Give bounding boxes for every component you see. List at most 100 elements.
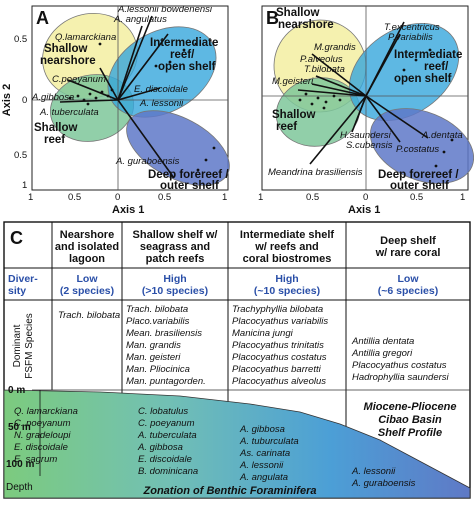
fsfm-label-1: Dominant [12,324,23,367]
col2-diversity-count: (>10 species) [142,285,208,297]
zone-b-deep-2: outer shelf [390,180,449,192]
zone-a-intermediate-2: reef/ [170,49,195,61]
col2-header-1: Shallow shelf w/ [133,229,218,241]
panel-a-xtick-3: 0 [115,192,120,203]
foram-z1-4: E. discoidale [14,442,68,453]
profile-title-1: Miocene-Pliocene [364,401,457,413]
col4-diversity-level: Low [398,273,420,285]
zone-b-deep-1: Deep forereef / [378,169,459,181]
panel-a-xtick-5: 1 [222,192,227,203]
panel-a-label: A [36,8,49,28]
species-p-alveolus: P.alveolus [300,54,343,65]
depth-label: Depth [6,482,33,493]
zone-a-intermediate-1: Intermediate [150,37,218,49]
foram-z1-3: N. gradeloupi [14,430,71,441]
col1-diversity-level: Low [77,273,99,285]
col2-header-3: patch reefs [146,253,205,265]
depth-tick-0: 0 m [8,385,25,396]
foram-z2-2: C. poeyanum [138,418,195,429]
species-p-costatus: P.costatus [396,144,439,155]
species-a-tuberculata: A. tuberculata [39,107,99,118]
species-angulatus: A. angulatus [113,14,167,25]
fsfm-label-2: FSFM Species [24,313,35,379]
species-meandrina-brasiliensis: Meandrina brasiliensis [268,167,363,178]
col3-header-3: coral biostromes [243,253,332,265]
col2-species-3: Mean. brasiliensis [126,328,202,339]
col3-diversity-count: (~10 species) [254,285,320,297]
panel-b-xtick-1: 1 [258,192,263,203]
panel-b-xtick-3: 0 [363,192,368,203]
species-m-grandis: M.grandis [314,42,356,53]
panel-b: B T.excentricus P.variabilis M.grandis P… [258,5,474,216]
col3-species-5: Placocyathus costatus [232,352,327,363]
panel-b-xtick-2: 0.5 [306,192,319,203]
foram-z3-3: As. carinata [239,448,290,459]
panel-a-xtick-1: 1 [28,192,33,203]
panel-b-vectors [297,21,429,165]
foram-z3-1: A. gibbosa [239,424,285,435]
panel-a-ytick-4: 1 [22,180,27,191]
species-t-bilobata: T.bilobata [304,64,345,75]
col2-species-1: Trach. bilobata [126,304,188,315]
zone-a-nearshore-1: Shallow [44,43,88,55]
panel-a-vectors [59,15,175,179]
species-p-variabilis: P.variabilis [388,32,433,43]
panel-a-xtick-2: 0.5 [68,192,81,203]
zone-a-deep-1: Deep forereef / [148,169,229,181]
panel-a-axis1-label: Axis 1 [112,204,144,216]
col1-header-1: Nearshore [60,229,114,241]
diversity-label-2: sity [8,285,26,297]
col2-diversity-level: High [163,273,186,285]
panel-b-axis1-label: Axis 1 [348,204,380,216]
col3-species-2: Placocyathus variabilis [232,316,328,327]
zone-b-nearshore-1: Shallow [276,7,320,19]
depth-tick-100: 100 m [6,459,34,470]
panel-a: A A.lessonii bowdenensi A. angulatus Q.l… [1,4,230,216]
species-c-poeyanum: C.poeyanum [52,74,106,85]
col4-species-2: Antillia gregori [351,348,413,359]
col1-header-3: lagoon [69,253,105,265]
panel-b-xtick-5: 1 [460,192,465,203]
species-e-discoidale: E. discoidale [134,84,188,95]
zone-a-reef-1: Shallow [34,122,78,134]
depth-tick-50: 50 m [8,422,31,433]
panel-b-label: B [266,8,279,28]
col4-species-3: Placocyathus costatus [352,360,447,371]
col3-header-2: w/ reefs and [254,241,319,253]
panel-c: C Nearshore and isolated lagoon Shallow … [3,221,471,499]
col3-diversity-level: High [275,273,298,285]
col2-species-6: Man. Pliocinica [126,364,190,375]
col1-header-2: and isolated [55,241,119,253]
species-m-geisteri: M.geisteri [272,76,314,87]
panel-a-ytick-1: 0.5 [14,34,27,45]
species-a-lessonii: A. lessonii [139,98,184,109]
col3-species-6: Placocyathus barretti [232,364,322,375]
col2-species-7: Man. puntagorden. [126,376,206,387]
species-t-excentricus: T.excentricus [384,22,440,33]
foram-z4-2: A. guraboensis [351,478,416,489]
foram-z2-6: B. dominicana [138,466,198,477]
zone-b-reef-2: reef [276,121,297,133]
species-h-saundersi: H.saundersi [340,130,392,141]
panel-a-xtick-4: 0.5 [158,192,171,203]
panel-a-axis2-label: Axis 2 [1,84,13,116]
foram-z2-3: A. tuberculata [137,430,197,441]
zone-a-nearshore-2: nearshore [40,55,96,67]
species-s-cubensis: S.cubensis [346,140,393,151]
col4-header-1: Deep shelf [380,235,436,247]
col3-species-4: Placocyathus trinitatis [232,340,324,351]
foram-z2-5: E. discoidale [138,454,192,465]
foram-z3-5: A. angulata [239,472,288,483]
profile-title-3: Shelf Profile [378,427,442,439]
foram-z1-5: E. sagrum [14,454,57,465]
col1-species-1: Trach. bilobata [58,310,120,321]
col2-species-4: Man. grandis [126,340,181,351]
diversity-label-1: Diver- [8,273,38,285]
zone-a-intermediate-3: open shelf [158,61,216,73]
species-lessonii-bowdenensi: A.lessonii bowdenensi [117,4,213,15]
panel-c-label: C [10,228,23,248]
species-a-guraboensis: A. guraboensis [115,156,180,167]
col4-header-2: w/ rare coral [375,247,441,259]
